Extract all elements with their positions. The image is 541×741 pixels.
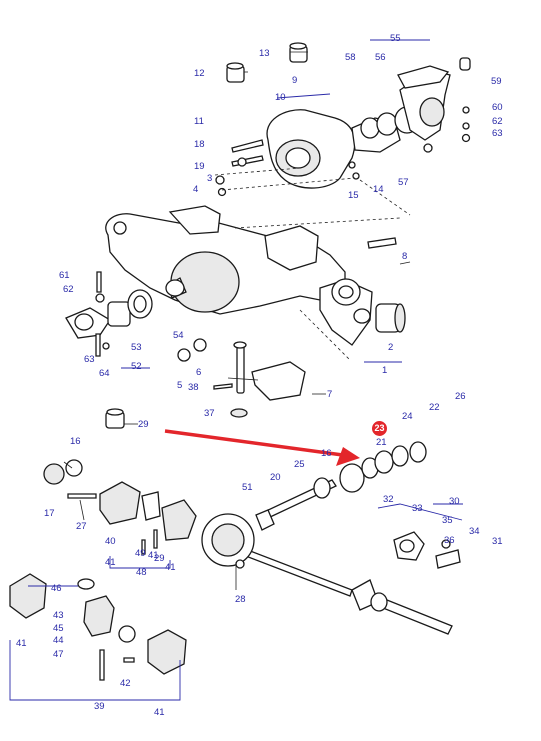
- callout-label: 5: [177, 380, 183, 391]
- callout-label: 56: [375, 52, 386, 63]
- callout-label: 34: [469, 526, 480, 537]
- callout-label: 53: [131, 342, 142, 353]
- pinion-shaft-assembly: [201, 441, 427, 597]
- differential-housing-top: [266, 65, 451, 189]
- callout-label: 2: [388, 342, 394, 353]
- callout-label: 49: [135, 548, 146, 559]
- callout-label: 27: [76, 521, 87, 532]
- callout-label: 29: [154, 553, 165, 564]
- callout-label: 46: [51, 583, 62, 594]
- callout-label: 25: [294, 459, 305, 470]
- callout-label: 9: [292, 75, 298, 86]
- callout-label: 39: [94, 701, 105, 712]
- axle-beam-middle: [105, 205, 373, 346]
- callout-label: 7: [327, 389, 333, 400]
- callout-label: 1: [382, 365, 388, 376]
- callout-label: 41: [105, 557, 116, 568]
- callout-label: 31: [492, 536, 503, 547]
- callout-label: 14: [373, 184, 384, 195]
- callout-label: 62: [492, 116, 503, 127]
- callout-label: 64: [99, 368, 110, 379]
- callout-label: 22: [429, 402, 440, 413]
- callout-label: 40: [105, 536, 116, 547]
- callout-label: 59: [491, 76, 502, 87]
- callout-label: 6: [196, 367, 202, 378]
- callout-label: 32: [383, 494, 394, 505]
- highlighted-part-badge: 23: [372, 421, 387, 436]
- callout-label: 41: [154, 707, 165, 718]
- callout-label: 58: [345, 52, 356, 63]
- callout-label: 24: [402, 411, 413, 422]
- callout-label: 11: [194, 116, 204, 127]
- callout-label: 55: [390, 33, 401, 44]
- callout-label: 20: [270, 472, 281, 483]
- callout-label: 28: [235, 594, 246, 605]
- highlight-arrow: [164, 429, 360, 466]
- callout-label: 16: [321, 448, 332, 459]
- callout-label: 30: [449, 496, 460, 507]
- callout-label: 44: [53, 635, 64, 646]
- callout-label: 41: [148, 550, 159, 561]
- callout-label: 21: [376, 437, 387, 448]
- callout-label: 60: [492, 102, 503, 113]
- callout-label: 13: [259, 48, 270, 59]
- callout-label: 54: [173, 330, 184, 341]
- callout-label: 37: [204, 408, 215, 419]
- callout-label: 43: [53, 610, 64, 621]
- callout-label: 42: [120, 678, 131, 689]
- callout-label: 16: [70, 436, 81, 447]
- callout-label: 48: [136, 567, 147, 578]
- callout-label: 63: [84, 354, 95, 365]
- callout-label: 36: [444, 535, 455, 546]
- callout-label: 38: [188, 382, 199, 393]
- callout-label: 12: [194, 68, 205, 79]
- callout-label: 45: [53, 623, 64, 634]
- callout-label: 15: [348, 190, 359, 201]
- callout-label: 8: [402, 251, 408, 262]
- callout-label: 35: [442, 515, 453, 526]
- callout-label: 10: [275, 92, 286, 103]
- callout-label: 62: [63, 284, 74, 295]
- callout-label: 4: [193, 184, 199, 195]
- callout-label: 26: [455, 391, 466, 402]
- callout-label: 17: [44, 508, 55, 519]
- callout-label: 61: [59, 270, 70, 281]
- callout-label: 63: [492, 128, 503, 139]
- callout-label: 51: [242, 482, 253, 493]
- callout-label: 3: [207, 173, 213, 184]
- callout-label: 33: [412, 503, 423, 514]
- callout-label: 18: [194, 139, 205, 150]
- callout-label: 47: [53, 649, 64, 660]
- callout-label: 41: [165, 562, 176, 573]
- callout-label: 52: [131, 361, 142, 372]
- callout-label: 29: [138, 419, 149, 430]
- callout-label: 19: [194, 161, 205, 172]
- callout-label: 57: [398, 177, 409, 188]
- callout-label: 41: [16, 638, 27, 649]
